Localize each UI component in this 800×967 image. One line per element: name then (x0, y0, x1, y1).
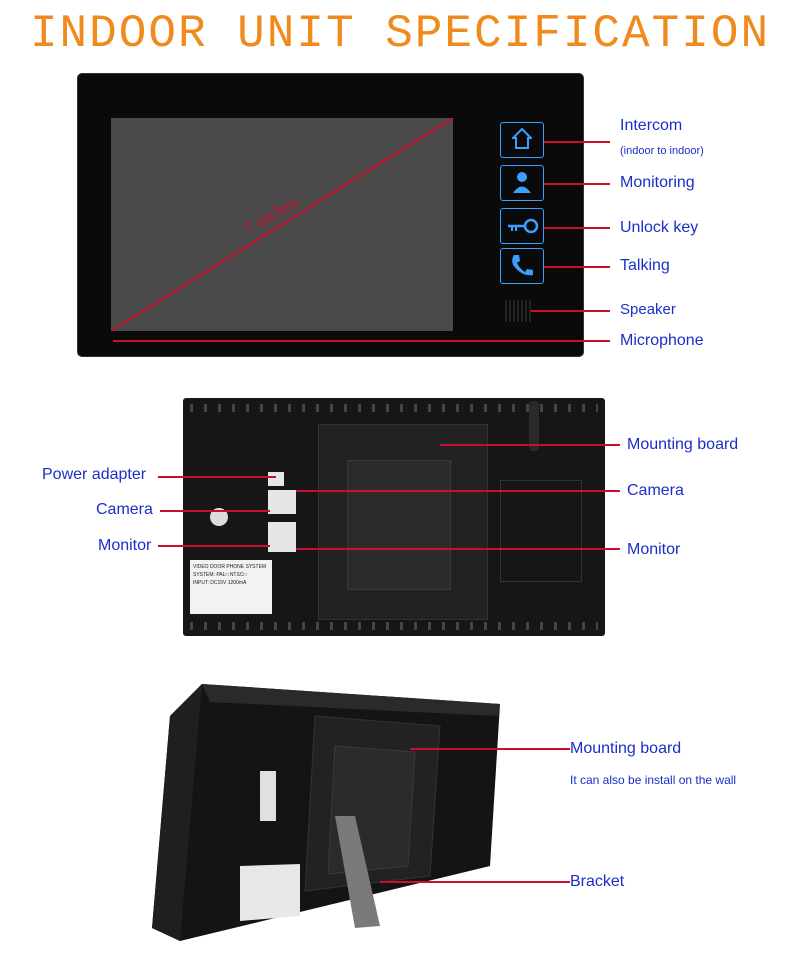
intercom-button[interactable] (500, 122, 544, 158)
back-vent-bottom (190, 622, 598, 630)
leader-power-adapter (158, 476, 276, 478)
sticker-line-1: VIDEO DOOR PHONE SYSTEM (193, 564, 267, 570)
diagonal-line (111, 118, 453, 331)
leader-side-mounting-board (410, 748, 570, 750)
power-connector (268, 472, 284, 486)
label-mounting-board: Mounting board (627, 436, 739, 453)
label-camera-right: Camera (627, 482, 684, 499)
label-speaker: Speaker (620, 301, 676, 318)
label-side-bracket: Bracket (570, 873, 625, 890)
leader-unlock (544, 227, 610, 229)
leader-monitor-right (296, 548, 620, 550)
speaker-grill (505, 300, 531, 322)
monitoring-button[interactable] (500, 165, 544, 201)
leader-monitor-left (158, 545, 270, 547)
label-monitor-right: Monitor (627, 541, 681, 558)
label-power-adapter: Power adapter (42, 466, 147, 483)
mounting-plate (347, 460, 451, 590)
back-vent-top (190, 404, 598, 412)
unlock-button[interactable] (500, 208, 544, 244)
page-title: INDOOR UNIT SPECIFICATION (29, 8, 771, 60)
leader-side-bracket (380, 881, 570, 883)
leader-speaker (531, 310, 610, 312)
phone-icon (512, 255, 533, 276)
leader-camera-right (296, 490, 620, 492)
sticker-line-3: INPUT: DC15V 1200mA (193, 580, 247, 586)
camera-connector (268, 490, 296, 514)
label-side-mounting-note: It can also be install on the wall (570, 773, 737, 787)
leader-talking (544, 266, 610, 268)
label-intercom: Intercom (620, 117, 683, 134)
label-microphone: Microphone (620, 332, 704, 349)
leader-intercom (544, 141, 610, 143)
talking-button[interactable] (500, 248, 544, 284)
label-intercom-note: (indoor to indoor) (620, 145, 704, 157)
spec-sticker: VIDEO DOOR PHONE SYSTEM SYSTEM: PAL□ NTS… (190, 560, 272, 614)
antenna (529, 401, 539, 451)
leader-monitoring (544, 183, 610, 185)
rating-label (210, 508, 228, 526)
monitor-connector (268, 522, 296, 552)
home-icon (512, 128, 532, 149)
leader-camera-left (160, 510, 270, 512)
back-antenna-slot (500, 480, 582, 582)
sticker-line-2: SYSTEM: PAL□ NTSC□ (193, 572, 247, 578)
person-icon (513, 172, 531, 193)
label-talking: Talking (620, 257, 670, 274)
leader-mounting-board (440, 444, 620, 446)
label-monitor-left: Monitor (98, 537, 152, 554)
leader-microphone (113, 340, 610, 342)
label-camera-left: Camera (96, 501, 153, 518)
label-side-mounting-board: Mounting board (570, 740, 682, 757)
side-unit (152, 684, 500, 941)
label-unlock-key: Unlock key (620, 219, 699, 236)
label-monitoring: Monitoring (620, 174, 695, 191)
key-icon (508, 218, 539, 234)
